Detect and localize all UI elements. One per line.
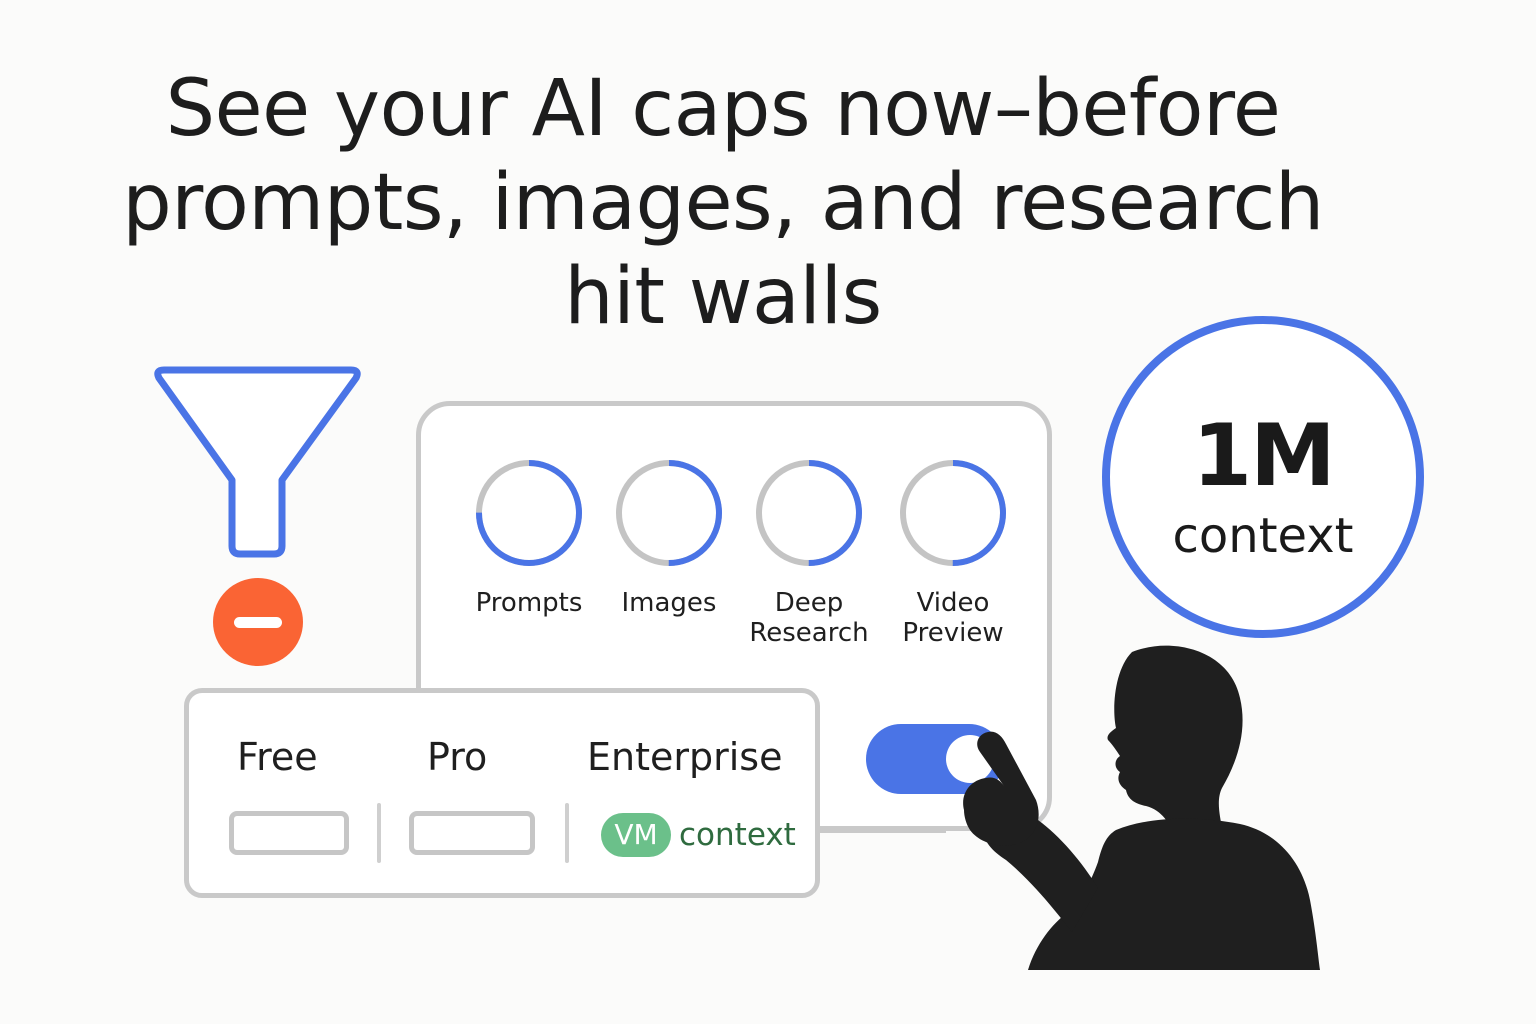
- meter-ring-icon: [900, 460, 1006, 566]
- minus-bar: [234, 617, 282, 628]
- meter-ring-icon: [476, 460, 582, 566]
- plans-panel: Free Pro Enterprise VM context: [184, 688, 820, 898]
- meter-ring-icon: [756, 460, 862, 566]
- context-badge: 1M context: [1102, 316, 1424, 638]
- plan-enterprise-label: Enterprise: [587, 735, 783, 779]
- vm-badge: VM: [601, 813, 671, 857]
- plan-free-field[interactable]: [229, 811, 349, 855]
- meter-ring-icon: [616, 460, 722, 566]
- headline-line-2: prompts, images, and research: [122, 158, 1324, 248]
- meter-images[interactable]: Images: [599, 458, 739, 618]
- meter-label: Video Preview: [902, 588, 1004, 648]
- person-pointing-icon: [963, 645, 1320, 970]
- minus-circle-icon[interactable]: [213, 578, 303, 666]
- plan-divider: [377, 803, 381, 863]
- plan-free-label: Free: [237, 735, 318, 779]
- headline-line-1: See your AI caps now–before: [165, 64, 1281, 154]
- plan-pro-field[interactable]: [409, 811, 535, 855]
- headline: See your AI caps now–before prompts, ima…: [118, 62, 1328, 344]
- meter-deep-research[interactable]: Deep Research: [739, 458, 879, 648]
- connector-line: [818, 827, 946, 833]
- vm-context-label: context: [679, 817, 796, 853]
- plan-divider: [565, 803, 569, 863]
- meter-label: Prompts: [475, 588, 583, 618]
- plan-pro-label: Pro: [427, 735, 488, 779]
- meter-label: Deep Research: [749, 588, 869, 648]
- meter-video-preview[interactable]: Video Preview: [883, 458, 1023, 648]
- context-value: 1M: [1192, 406, 1335, 506]
- context-label: context: [1172, 508, 1354, 564]
- meter-label: Images: [621, 588, 717, 618]
- funnel-icon: [154, 366, 361, 558]
- headline-line-3: hit walls: [564, 252, 882, 342]
- meter-prompts[interactable]: Prompts: [459, 458, 599, 618]
